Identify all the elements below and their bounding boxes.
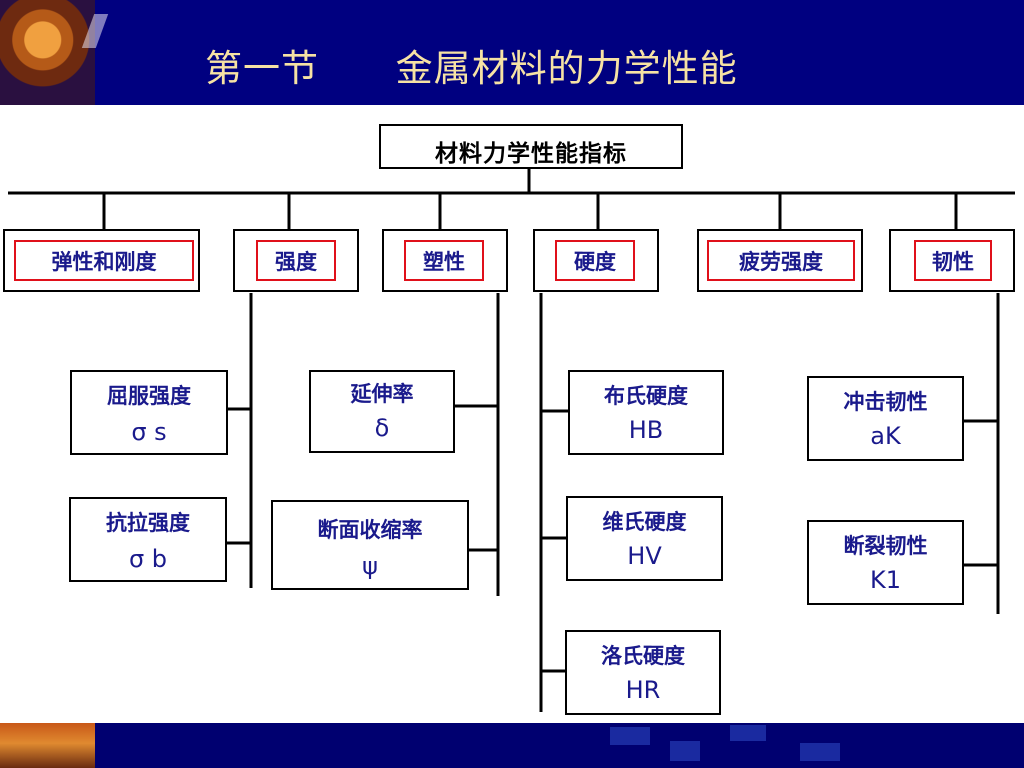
node-fracture-toughness: 断裂韧性 K1 bbox=[807, 520, 964, 605]
node-label: 抗拉强度 bbox=[106, 511, 190, 535]
category-fatigue-strength: 疲劳强度 bbox=[697, 229, 863, 292]
node-reduction-of-area: 断面收缩率 ψ bbox=[271, 500, 469, 590]
slide-title: 第一节 金属材料的力学性能 bbox=[205, 47, 738, 90]
footer-decoration bbox=[0, 723, 95, 768]
node-symbol: aK bbox=[870, 422, 901, 450]
node-label: 冲击韧性 bbox=[843, 390, 928, 414]
node-impact-toughness: 冲击韧性 aK bbox=[807, 376, 964, 461]
node-symbol: HR bbox=[625, 676, 661, 704]
category-toughness: 韧性 bbox=[889, 229, 1015, 292]
footer-pattern bbox=[610, 723, 870, 768]
node-symbol: HB bbox=[628, 416, 664, 444]
node-symbol: σ s bbox=[131, 418, 167, 446]
node-brinell-hardness: 布氏硬度 HB bbox=[568, 370, 724, 455]
category-label: 强度 bbox=[256, 240, 336, 281]
node-yield-strength: 屈服强度 σ s bbox=[70, 370, 228, 455]
node-label: 洛氏硬度 bbox=[601, 644, 685, 668]
node-symbol: δ bbox=[374, 414, 390, 442]
node-symbol: K1 bbox=[869, 566, 901, 594]
category-elasticity: 弹性和刚度 bbox=[3, 229, 200, 292]
node-vickers-hardness: 维氏硬度 HV bbox=[566, 496, 723, 581]
node-tensile-strength: 抗拉强度 σ b bbox=[69, 497, 227, 582]
category-hardness: 硬度 bbox=[533, 229, 659, 292]
slide-header: 第一节 金属材料的力学性能 bbox=[0, 0, 1024, 105]
node-symbol: ψ bbox=[362, 552, 378, 580]
node-label: 断裂韧性 bbox=[843, 534, 928, 558]
node-symbol: HV bbox=[627, 542, 662, 570]
category-label: 弹性和刚度 bbox=[14, 240, 194, 281]
node-label: 屈服强度 bbox=[107, 384, 191, 408]
category-plasticity: 塑性 bbox=[382, 229, 508, 292]
node-label: 维氏硬度 bbox=[602, 510, 687, 534]
node-rockwell-hardness: 洛氏硬度 HR bbox=[565, 630, 721, 715]
node-label: 断面收缩率 bbox=[317, 518, 423, 542]
category-label: 韧性 bbox=[914, 240, 992, 281]
gear-decoration-icon bbox=[0, 0, 109, 105]
category-label: 塑性 bbox=[404, 240, 484, 281]
slide-footer bbox=[0, 723, 1024, 768]
category-strength: 强度 bbox=[233, 229, 359, 292]
root-node: 材料力学性能指标 bbox=[379, 124, 683, 169]
category-label: 硬度 bbox=[555, 240, 635, 281]
root-label: 材料力学性能指标 bbox=[435, 141, 627, 167]
node-symbol: σ b bbox=[128, 545, 168, 573]
node-label: 延伸率 bbox=[350, 382, 414, 406]
category-label: 疲劳强度 bbox=[707, 240, 855, 281]
node-label: 布氏硬度 bbox=[604, 384, 688, 408]
node-elongation: 延伸率 δ bbox=[309, 370, 455, 453]
